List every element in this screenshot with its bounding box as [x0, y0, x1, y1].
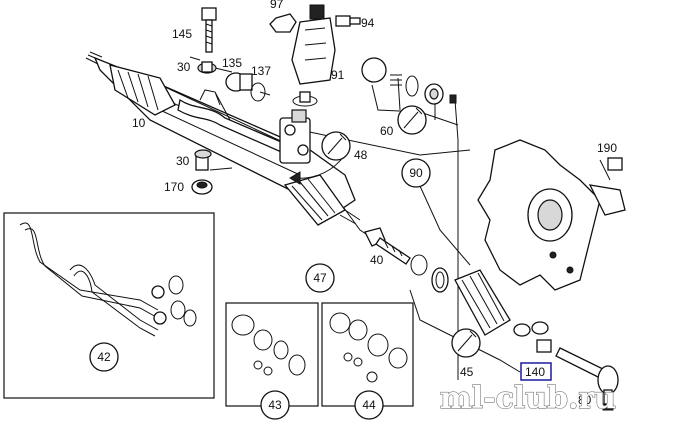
callout-circles — [89, 158, 431, 420]
label-60: 60 — [380, 124, 394, 138]
valve-housing — [279, 109, 311, 164]
label-48: 48 — [354, 148, 368, 162]
label-42: 42 — [97, 350, 111, 364]
label-47: 47 — [313, 271, 327, 285]
label-10: 10 — [132, 116, 146, 130]
watermark: ml-club.ru — [440, 381, 616, 416]
highlight-box-140[interactable] — [520, 362, 552, 381]
fittings-left — [191, 149, 213, 195]
label-30-top: 30 — [177, 60, 191, 74]
steering-knuckle — [477, 139, 626, 291]
label-135: 135 — [222, 56, 242, 70]
label-45: 45 — [460, 365, 474, 379]
label-91: 91 — [331, 68, 345, 82]
label-137: 137 — [251, 64, 271, 78]
label-97: 97 — [270, 0, 284, 11]
coupling-91 — [269, 4, 361, 85]
outer-tie-rod-80 — [555, 347, 619, 411]
label-44: 44 — [362, 398, 376, 412]
box-42-pipes — [3, 212, 215, 399]
part-labels: 145 97 94 30 135 137 91 10 60 48 90 30 1… — [97, 0, 617, 412]
label-145: 145 — [172, 27, 192, 41]
seal-kit-60 — [292, 57, 457, 107]
label-190: 190 — [597, 141, 617, 155]
label-80: 80 — [578, 393, 592, 407]
bellows-45 — [454, 269, 552, 353]
label-90: 90 — [409, 166, 423, 180]
label-140[interactable]: 140 — [525, 365, 545, 379]
label-30-left: 30 — [176, 154, 190, 168]
label-170: 170 — [164, 180, 184, 194]
inner-tie-rod-40 — [364, 227, 411, 265]
wrench-icons — [321, 105, 481, 358]
bolt-145 — [201, 7, 217, 53]
left-bellows — [109, 64, 176, 116]
arrow-48 — [289, 154, 346, 185]
box-43-seal-kit — [225, 302, 319, 407]
label-94: 94 — [361, 16, 375, 30]
label-43: 43 — [268, 398, 282, 412]
fittings-top — [197, 61, 266, 102]
rings-90 — [410, 254, 449, 293]
right-bellows-rack — [283, 174, 361, 226]
label-40: 40 — [370, 253, 384, 267]
